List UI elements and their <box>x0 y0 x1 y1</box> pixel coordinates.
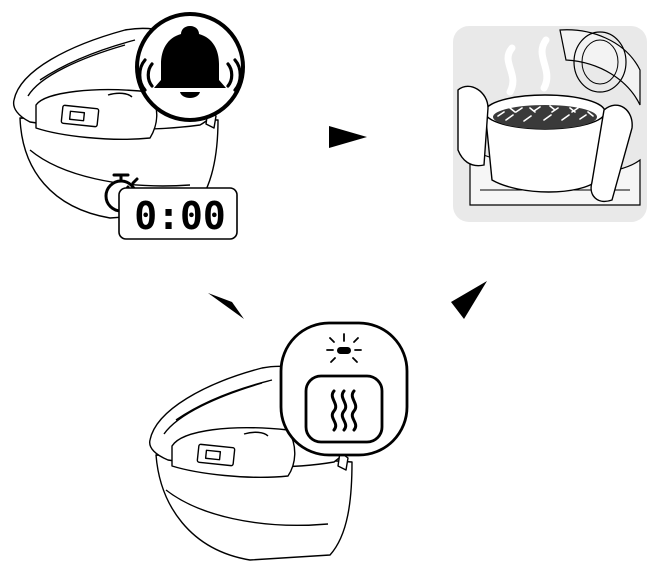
step-serve-rice <box>453 26 647 222</box>
step-timer-finished: 0:00 <box>14 14 243 239</box>
arrow-down-left <box>451 281 487 319</box>
alarm-badge <box>137 14 243 120</box>
step-keep-warm <box>150 323 407 560</box>
steaming-rice-bowl-icon <box>493 105 597 129</box>
arrow-up-left <box>208 293 244 319</box>
serving-photo-panel <box>453 26 647 222</box>
arrow-right <box>329 126 367 148</box>
timer-display-value: 0:00 <box>134 194 226 238</box>
timer-display: 0:00 <box>119 188 237 239</box>
cycle-arrows <box>208 126 487 319</box>
keep-warm-badge <box>281 323 407 455</box>
